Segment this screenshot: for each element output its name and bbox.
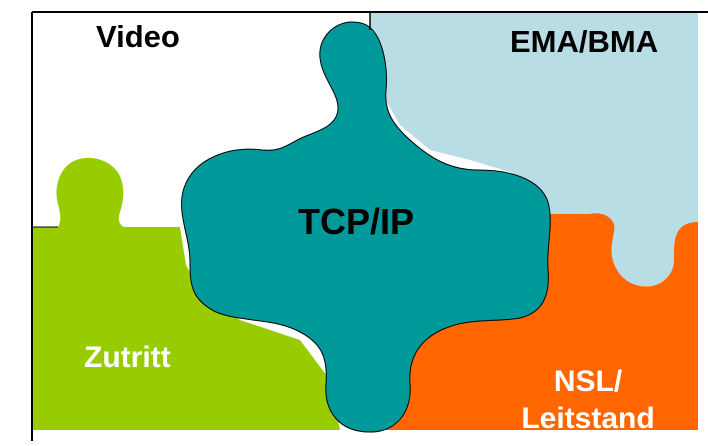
video-label: Video [96,19,180,54]
zutritt-piece [32,157,340,430]
ema-bma-piece [370,12,698,287]
nsl-leitstand-piece [370,213,698,430]
tcp-ip-label: TCP/IP [298,201,415,242]
ema-bma-label: EMA/BMA [510,24,659,59]
zutritt-label: Zutritt [84,341,171,374]
nsl-leitstand-label: NSL/ Leitstand [488,364,688,438]
nsl-label-line1: NSL/ [553,365,623,398]
tcp-ip-piece [181,21,551,433]
nsl-label-line2: Leitstand [521,401,655,435]
